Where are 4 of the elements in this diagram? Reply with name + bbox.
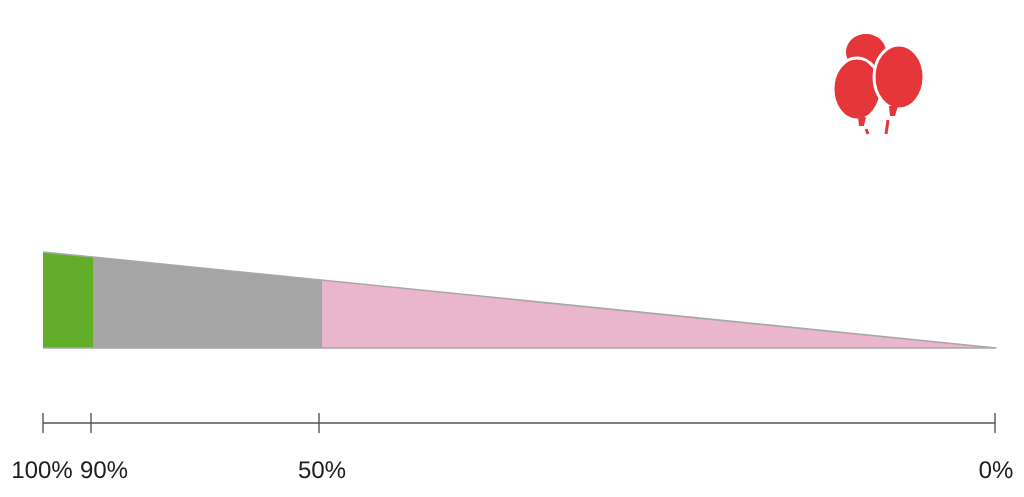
scale-label: 50% [298, 461, 346, 479]
scale-label: 100% [13, 461, 72, 479]
scale-label: 0% [979, 461, 1013, 479]
scale-label: 90% [81, 461, 128, 479]
